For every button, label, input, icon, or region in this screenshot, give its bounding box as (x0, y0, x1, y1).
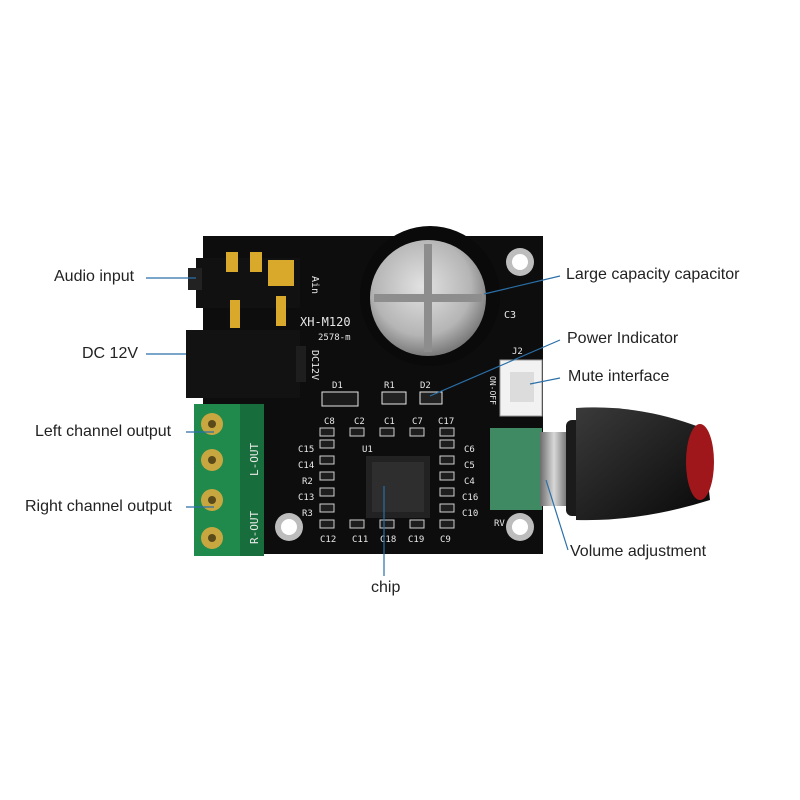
terminal-block (194, 404, 264, 556)
callout-line-volume (545, 479, 569, 551)
silk-c12: C12 (320, 535, 336, 545)
led-d2 (419, 391, 443, 405)
volume-potentiometer (490, 407, 714, 521)
label-right-channel-output: Right channel output (25, 498, 172, 515)
electrolytic-capacitor (360, 226, 500, 366)
silk-c8: C8 (324, 417, 335, 427)
silk-r3: R3 (302, 509, 313, 519)
label-chip: chip (371, 579, 401, 596)
silkscreen: XH-M120 2578-m Ain DC12V C3 D1 R1 D2 J2 … (248, 276, 523, 545)
callout-line-capacitor (483, 275, 561, 295)
label-volume-adjustment: Volume adjustment (570, 543, 707, 560)
silk-model: XH-M120 (300, 315, 351, 329)
silk-c3: C3 (504, 310, 516, 321)
silk-c10: C10 (462, 509, 478, 519)
dc-jack (186, 330, 306, 398)
silk-c14: C14 (298, 461, 314, 471)
silk-r-out: R-OUT (248, 511, 261, 544)
audio-jack (188, 252, 300, 328)
silk-c7: C7 (412, 417, 423, 427)
silk-r1: R1 (384, 381, 395, 391)
label-left-channel-output: Left channel output (35, 423, 172, 440)
smd-pads (319, 427, 455, 529)
silk-c4: C4 (464, 477, 475, 487)
silk-c15: C15 (298, 445, 314, 455)
callout-line-power-indicator (429, 339, 561, 397)
silk-c6: C6 (464, 445, 475, 455)
silk-c1: C1 (384, 417, 395, 427)
silk-c19: C19 (408, 535, 424, 545)
silk-rv: RV (494, 519, 505, 529)
label-power-indicator: Power Indicator (567, 330, 679, 347)
silk-c11: C11 (352, 535, 368, 545)
silk-on-off: ON-OFF (488, 376, 497, 405)
chip-u1 (366, 456, 430, 518)
silk-j2: J2 (512, 347, 523, 357)
silk-c9: C9 (440, 535, 451, 545)
silk-batch: 2578-m (318, 333, 351, 343)
label-dc-12v: DC 12V (82, 345, 139, 362)
resistor-r1 (381, 391, 407, 405)
silk-r2: R2 (302, 477, 313, 487)
silk-dc12v: DC12V (309, 350, 320, 380)
mute-connector (499, 359, 543, 417)
mounting-holes (275, 248, 534, 541)
callout-lines (146, 275, 569, 576)
silk-d1: D1 (332, 381, 343, 391)
silk-c13: C13 (298, 493, 314, 503)
silk-c18: C18 (380, 535, 396, 545)
label-large-capacity-capacitor: Large capacity capacitor (566, 266, 740, 283)
silk-ain: Ain (309, 276, 320, 294)
label-audio-input: Audio input (54, 268, 135, 285)
callout-line-mute (529, 377, 561, 385)
silk-c17: C17 (438, 417, 454, 427)
silk-c5: C5 (464, 461, 475, 471)
label-mute-interface: Mute interface (568, 368, 670, 385)
diode-d1 (321, 391, 359, 407)
silk-c2: C2 (354, 417, 365, 427)
silk-d2: D2 (420, 381, 431, 391)
silk-u1: U1 (362, 445, 373, 455)
silk-c16: C16 (462, 493, 478, 503)
silk-l-out: L-OUT (248, 443, 261, 476)
